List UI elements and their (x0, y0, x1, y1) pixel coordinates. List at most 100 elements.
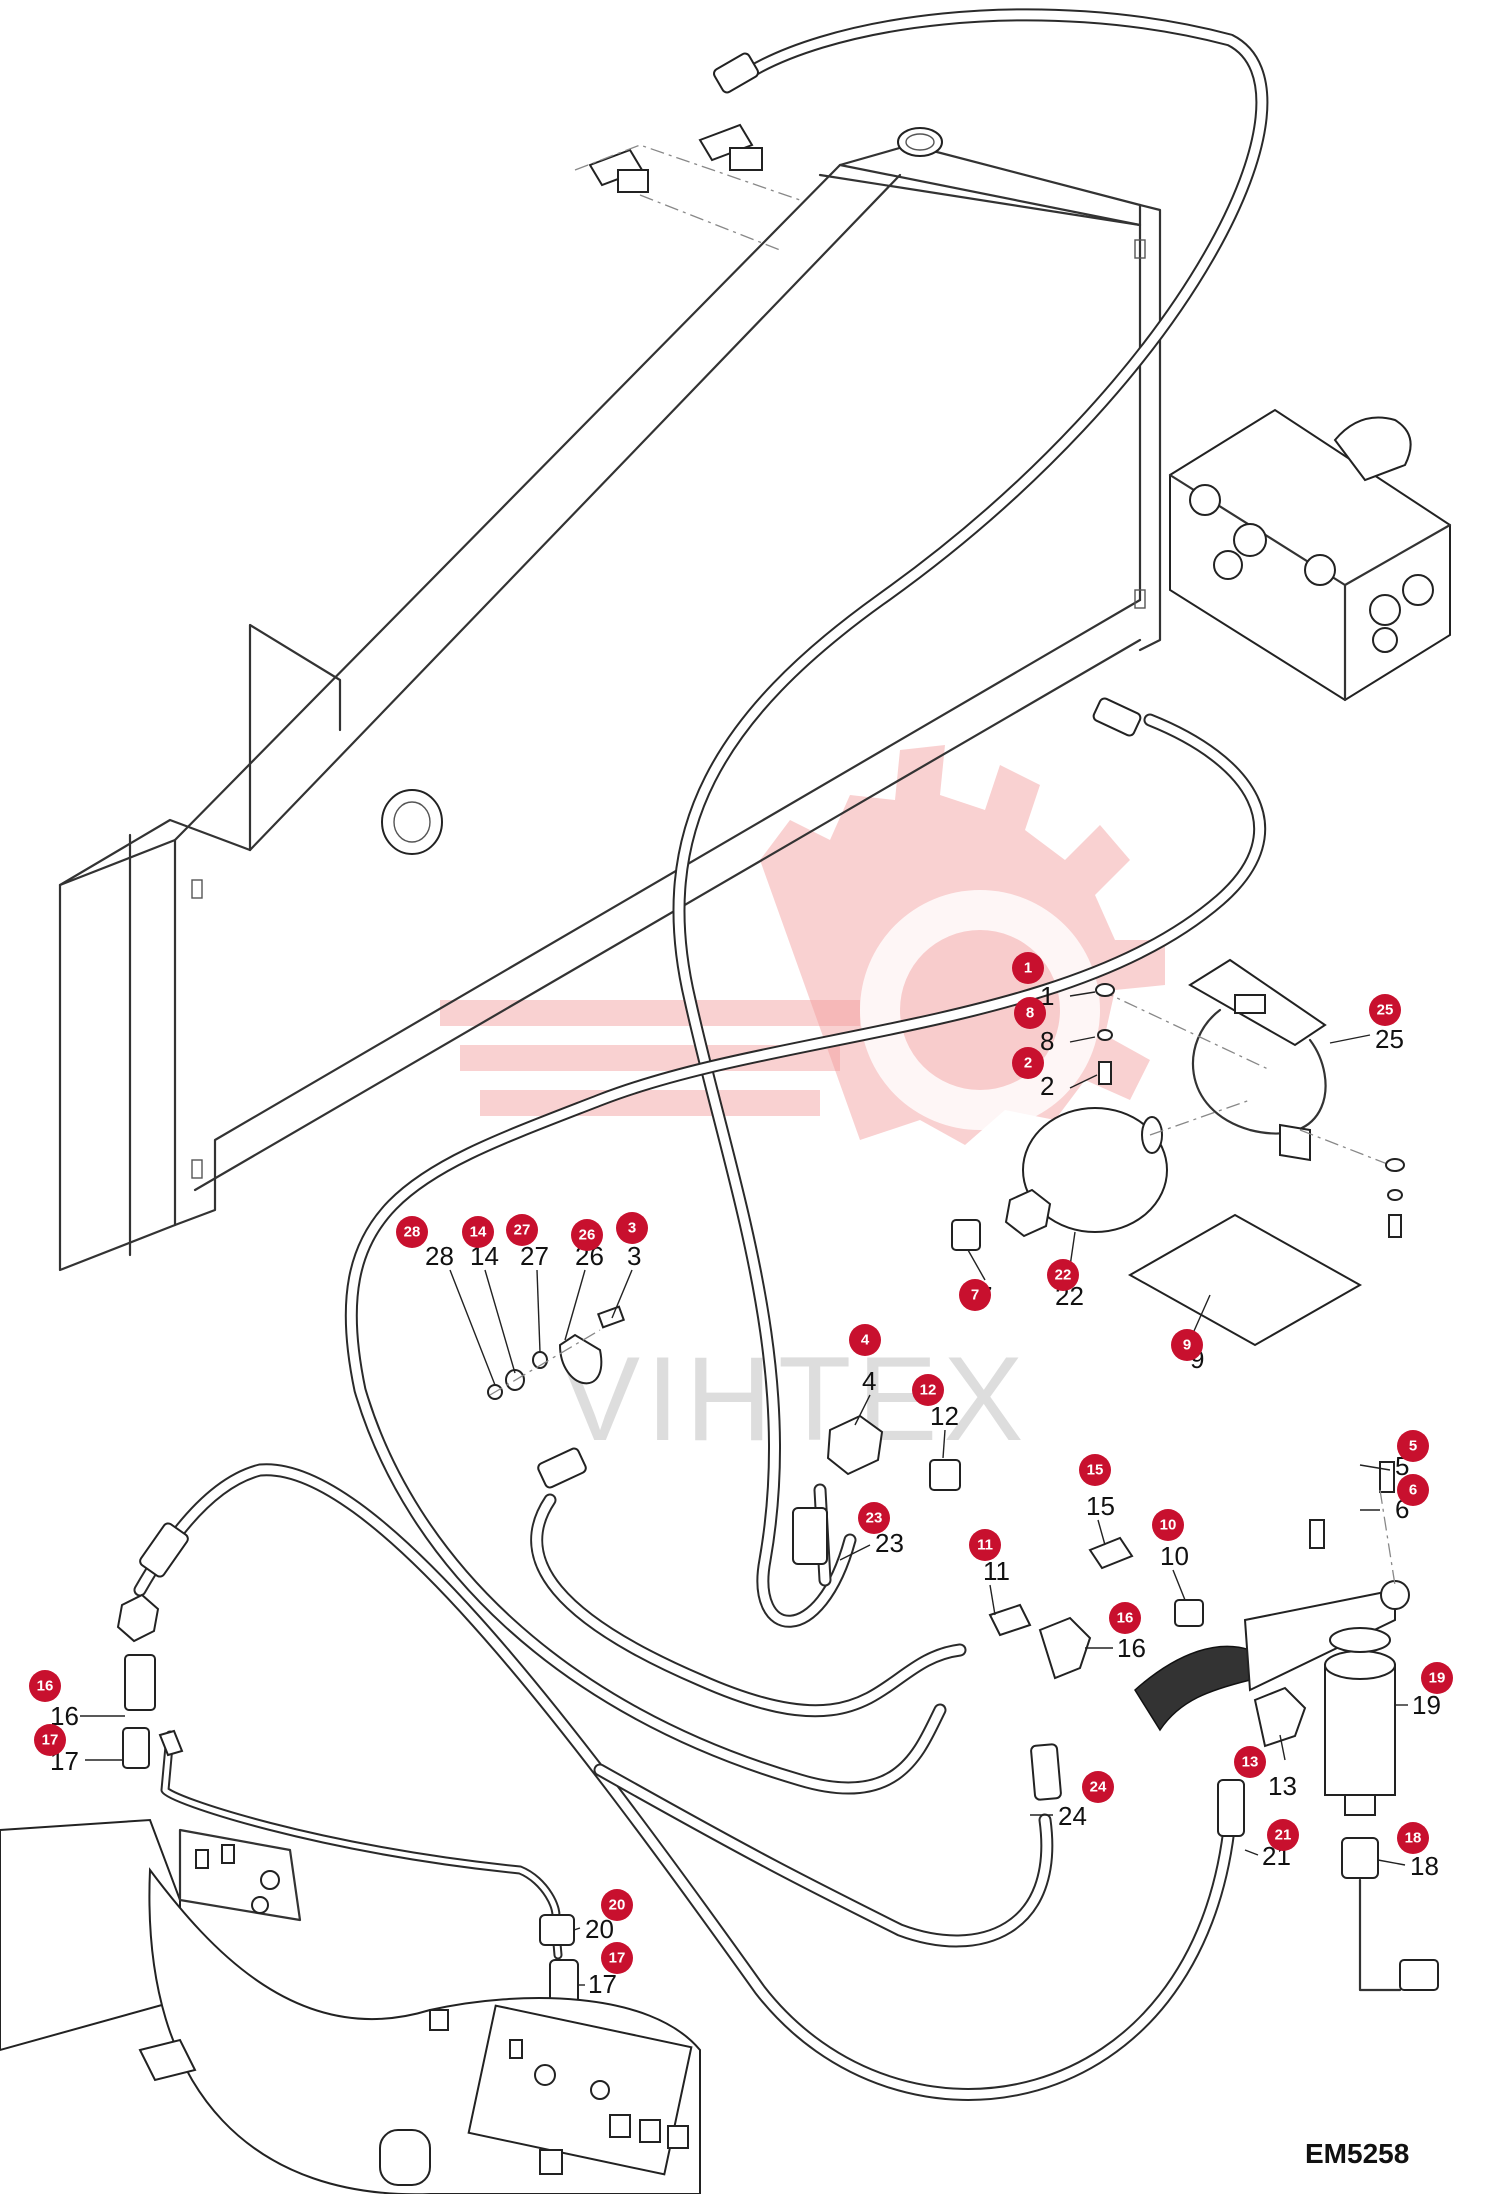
callout-badge-17b: 17 (601, 1942, 633, 1974)
svg-text:18: 18 (1405, 1830, 1422, 1847)
callout-badge-16b: 16 (29, 1670, 61, 1702)
clip-hardware-group (487, 1305, 626, 1400)
part-number-16a: 16 (1117, 1633, 1146, 1663)
top-elbow-fittings (574, 123, 801, 251)
part-number-18: 18 (1410, 1851, 1439, 1881)
leader-lines (80, 991, 1408, 1986)
svg-text:28: 28 (404, 1224, 421, 1241)
part-number-1: 1 (1040, 981, 1054, 1011)
svg-text:26: 26 (579, 1227, 596, 1244)
part-number-25: 25 (1375, 1024, 1404, 1054)
callout-badge-14: 14 (462, 1216, 494, 1248)
svg-text:19: 19 (1429, 1670, 1446, 1687)
fittings-left-16-17 (116, 1593, 184, 1769)
callout-badge-1: 1 (1012, 952, 1044, 984)
callout-badge-23: 23 (858, 1502, 890, 1534)
callout-badge-2: 2 (1012, 1047, 1044, 1079)
callout-badge-8: 8 (1014, 997, 1046, 1029)
svg-text:27: 27 (514, 1222, 531, 1239)
control-valve-block (1168, 408, 1452, 702)
callout-badge-25: 25 (1369, 994, 1401, 1026)
callout-badge-9: 9 (1171, 1329, 1203, 1361)
callout-badge-6: 6 (1397, 1474, 1429, 1506)
svg-text:16: 16 (37, 1678, 54, 1695)
part-number-13: 13 (1268, 1771, 1297, 1801)
fittings-15-10-11-16 (988, 1536, 1204, 1680)
callout-badge-19: 19 (1421, 1662, 1453, 1694)
svg-text:16: 16 (1117, 1610, 1134, 1627)
fittings-lower-20-17 (539, 1914, 579, 2011)
watermark-text: VIHTEX (560, 1332, 1029, 1466)
svg-text:3: 3 (628, 1220, 636, 1237)
svg-text:7: 7 (971, 1287, 979, 1304)
part-number-19: 19 (1412, 1690, 1441, 1720)
svg-text:12: 12 (920, 1382, 937, 1399)
callout-badge-16a: 16 (1109, 1602, 1141, 1634)
svg-text:21: 21 (1275, 1827, 1292, 1844)
part-number-2: 2 (1040, 1071, 1054, 1101)
callout-badge-10: 10 (1152, 1509, 1184, 1541)
svg-text:5: 5 (1409, 1438, 1417, 1455)
callout-badge-13: 13 (1234, 1746, 1266, 1778)
svg-text:8: 8 (1026, 1005, 1034, 1022)
svg-text:6: 6 (1409, 1482, 1417, 1499)
callout-badge-28: 28 (396, 1216, 428, 1248)
part-number-4: 4 (862, 1366, 876, 1396)
part-number-23: 23 (875, 1528, 904, 1558)
callout-badge-18: 18 (1397, 1822, 1429, 1854)
fittings-7-4-12 (826, 1219, 981, 1491)
part-number-20: 20 (585, 1914, 614, 1944)
svg-text:11: 11 (977, 1537, 993, 1554)
screw-washers-1-8-2 (1095, 983, 1405, 1238)
part-number-11: 11 (983, 1556, 1010, 1586)
label-plate-9 (1127, 1213, 1363, 1347)
svg-text:10: 10 (1160, 1517, 1177, 1534)
part-number-12: 12 (930, 1401, 959, 1431)
accumulator-assembly (1004, 958, 1391, 1238)
part-number-27: 27 (520, 1241, 549, 1271)
svg-text:25: 25 (1377, 1002, 1394, 1019)
callout-badge-26: 26 (571, 1219, 603, 1251)
motor-pump-housing (0, 1818, 701, 2194)
elbow-fitting-13 (1253, 1686, 1307, 1748)
svg-text:15: 15 (1087, 1462, 1104, 1479)
svg-text:1: 1 (1024, 960, 1032, 977)
part-number-24: 24 (1058, 1801, 1087, 1831)
callout-badge-22: 22 (1047, 1259, 1079, 1291)
callout-badge-17a: 17 (34, 1724, 66, 1756)
callout-badge-3: 3 (616, 1212, 648, 1244)
callout-badge-21: 21 (1267, 1819, 1299, 1851)
figure-reference-code: EM5258 (1305, 2138, 1409, 2169)
callout-badge-24: 24 (1082, 1771, 1114, 1803)
callout-badge-4: 4 (849, 1324, 881, 1356)
svg-text:24: 24 (1090, 1779, 1107, 1796)
part-number-28: 28 (425, 1241, 454, 1271)
svg-text:4: 4 (861, 1332, 870, 1349)
hand-pump-assembly (1134, 1461, 1410, 1816)
hoses (133, 8, 1269, 2101)
callout-badge-20: 20 (601, 1889, 633, 1921)
svg-text:17: 17 (609, 1950, 626, 1967)
callout-badge-7: 7 (959, 1279, 991, 1311)
svg-text:14: 14 (470, 1224, 487, 1241)
svg-text:20: 20 (609, 1897, 626, 1914)
part-number-8: 8 (1040, 1026, 1054, 1056)
svg-text:23: 23 (866, 1510, 883, 1527)
svg-text:9: 9 (1183, 1337, 1191, 1354)
hose-end-fittings (139, 52, 1245, 1837)
part-number-3: 3 (627, 1241, 641, 1271)
callout-badge-27: 27 (506, 1214, 538, 1246)
svg-text:13: 13 (1242, 1754, 1259, 1771)
part-number-17b: 17 (588, 1969, 617, 1999)
svg-text:22: 22 (1055, 1267, 1072, 1284)
svg-text:2: 2 (1024, 1055, 1032, 1072)
svg-text:17: 17 (42, 1732, 59, 1749)
callout-badge-15: 15 (1079, 1454, 1111, 1486)
part-number-15: 15 (1086, 1491, 1115, 1521)
electrical-connector-18 (1341, 1837, 1439, 1992)
callout-badge-12: 12 (912, 1374, 944, 1406)
callout-badge-5: 5 (1397, 1430, 1429, 1462)
part-number-10: 10 (1160, 1541, 1189, 1571)
callout-badge-11: 11 (969, 1529, 1001, 1561)
